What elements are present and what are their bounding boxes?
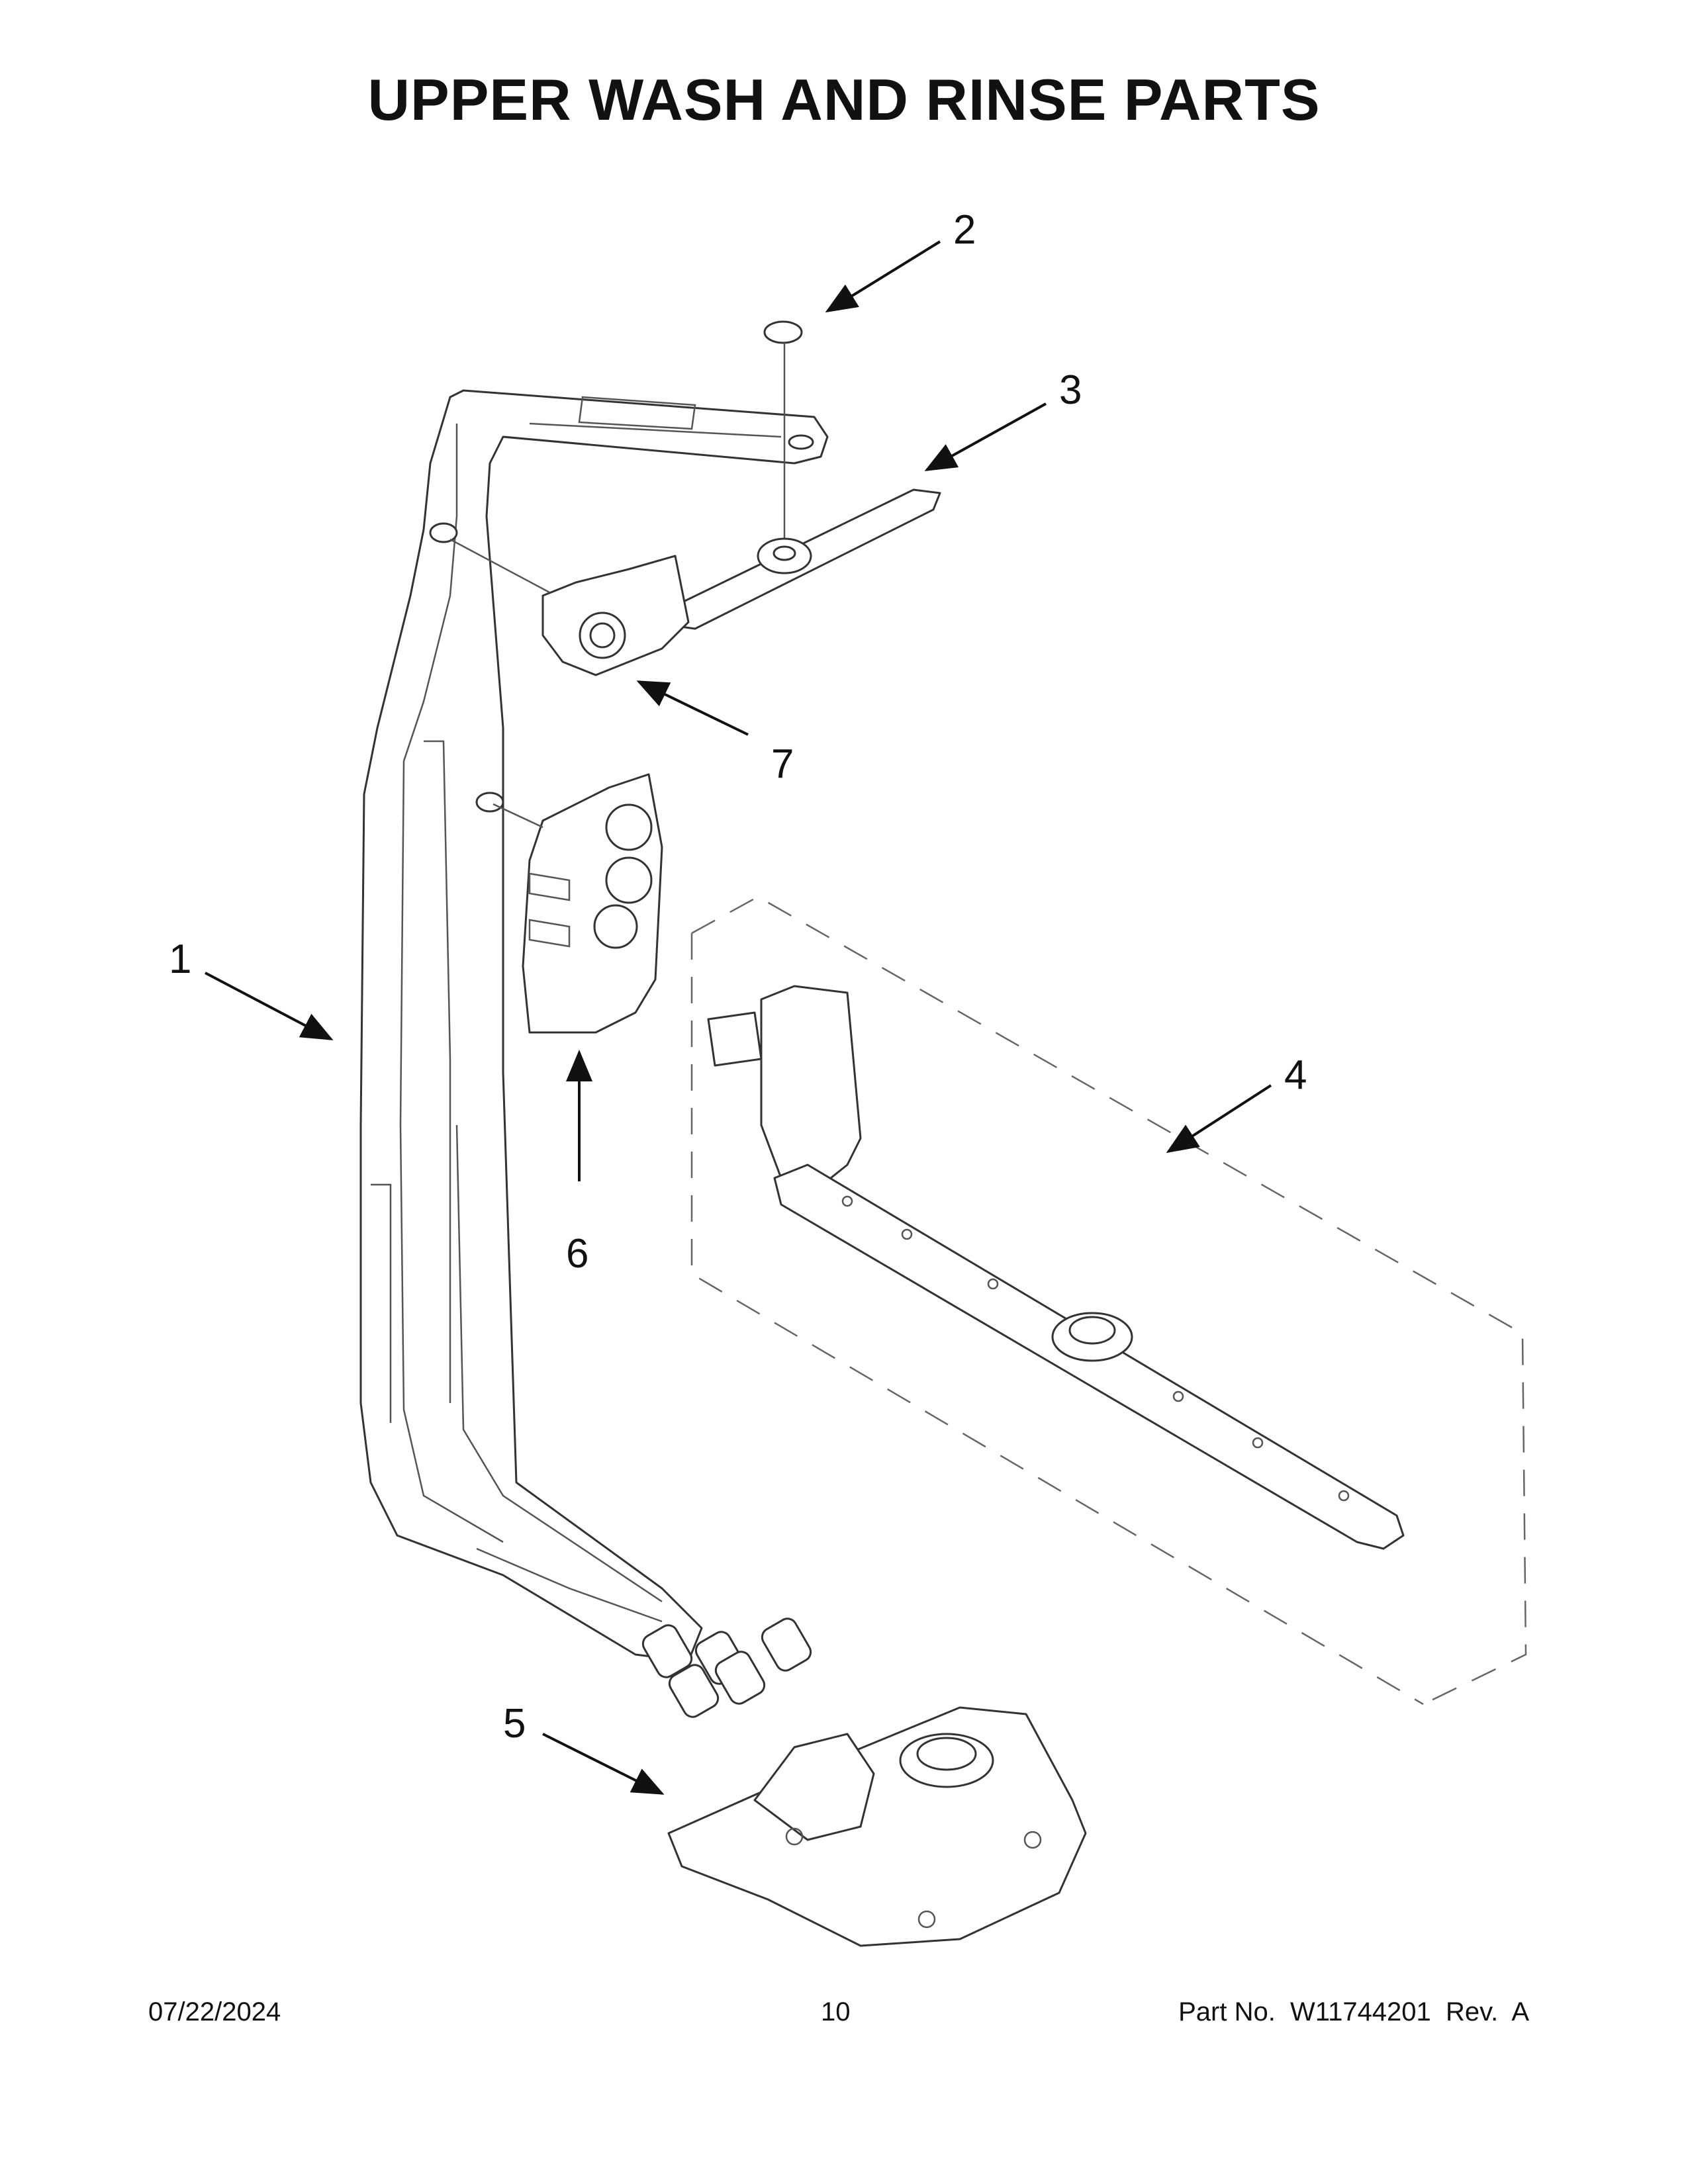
callout-2: 2 <box>953 207 976 253</box>
page-title: UPPER WASH AND RINSE PARTS <box>367 67 1321 132</box>
callout-7: 7 <box>771 741 794 787</box>
part-3-spray-arm <box>667 488 941 630</box>
part-7-diverter <box>449 538 690 676</box>
callout-3: 3 <box>1059 367 1082 413</box>
callout-4-arrow <box>1166 1084 1272 1154</box>
callout-5-arrow <box>542 1733 665 1795</box>
part-1-conduit <box>359 389 829 1718</box>
part-2-cap <box>763 320 803 549</box>
callout-1-arrow <box>205 972 334 1040</box>
callout-1: 1 <box>169 936 191 982</box>
part-5-sump-adapter <box>667 1706 1087 1947</box>
callout-5: 5 <box>503 1701 526 1747</box>
part-4-spray-arm <box>690 895 1527 1706</box>
callout-7-arrow <box>636 680 749 736</box>
footer-part-number: Part No. W11744201 Rev. A <box>1178 1997 1529 2026</box>
part-6-valve-manifold <box>492 773 663 1034</box>
callout-4: 4 <box>1284 1052 1307 1098</box>
callout-3-arrow <box>924 402 1047 471</box>
footer-date: 07/22/2024 <box>148 1997 281 2026</box>
callout-2-arrow <box>825 240 941 313</box>
callout-6: 6 <box>566 1231 588 1277</box>
footer-page-number: 10 <box>821 1997 851 2026</box>
